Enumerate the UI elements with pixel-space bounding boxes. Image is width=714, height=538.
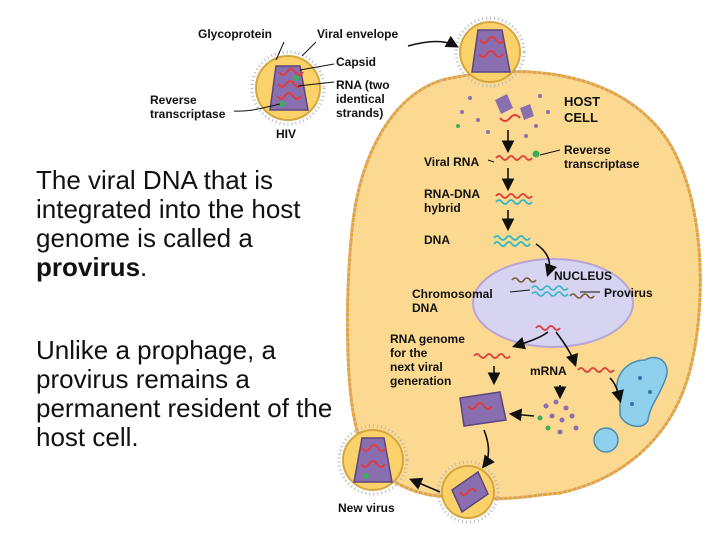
er-vesicle — [593, 356, 668, 453]
label-rna-line3: strands) — [336, 106, 383, 120]
label-rnagen-line3: next viral — [390, 360, 443, 374]
diagram-labels: Glycoprotein Viral envelope Capsid RNA (… — [150, 27, 653, 515]
nucleus — [472, 258, 634, 348]
viral-rna-strand — [495, 155, 533, 161]
chromosomal-dna — [511, 277, 595, 299]
prophage-comparison-text: Unlike a prophage, a provirus remains a … — [36, 335, 333, 452]
budding-virus — [436, 460, 500, 524]
rna-genome-strand — [473, 353, 511, 359]
rna-dna-hybrid — [495, 193, 533, 205]
provirus-definition-text: The viral DNA that is integrated into th… — [36, 166, 336, 282]
new-virus — [337, 424, 409, 496]
label-rt-line1: Reverse — [564, 143, 611, 157]
reverse-transcriptase-enzyme — [532, 150, 540, 158]
label-viral-envelope: Viral envelope — [317, 27, 398, 41]
label-capsid: Capsid — [336, 55, 376, 69]
label-rnagen-line4: generation — [390, 374, 451, 388]
process-arrows — [407, 35, 624, 493]
label-host-line1: HOST — [564, 94, 600, 109]
label-mrna: mRNA — [530, 364, 567, 378]
label-provirus: Provirus — [604, 286, 653, 300]
leader-lines — [233, 41, 600, 293]
entering-virus — [454, 16, 526, 88]
label-rnadna-line1: RNA-DNA — [424, 187, 480, 201]
para1-text: The viral DNA that is integrated into th… — [36, 165, 301, 253]
assembling-capsid — [459, 391, 507, 427]
label-viral-rna: Viral RNA — [424, 155, 479, 169]
label-chrom-line2: DNA — [412, 301, 438, 315]
rna-in-nucleus — [535, 325, 561, 331]
label-rnadna-line2: hybrid — [424, 201, 461, 215]
mrna-strand — [577, 367, 615, 373]
label-rna-line1: RNA (two — [336, 78, 390, 92]
label-rna-line2: identical — [336, 92, 385, 106]
label-chrom-line1: Chromosomal — [412, 287, 493, 301]
viral-dna — [493, 235, 531, 247]
label-dna: DNA — [424, 233, 450, 247]
label-rt-line2: transcriptase — [564, 157, 640, 171]
label-host-line2: CELL — [564, 110, 598, 125]
protein-cluster — [537, 399, 579, 435]
label-glycoprotein: Glycoprotein — [198, 27, 272, 41]
label-new-virus: New virus — [338, 501, 395, 515]
hiv-particle — [250, 50, 326, 126]
label-reverse-line2: transcriptase — [150, 107, 226, 121]
label-hiv: HIV — [276, 127, 296, 141]
label-reverse-line1: Reverse — [150, 93, 197, 107]
uncoating-capsid — [456, 94, 550, 138]
label-rnagen-line2: for the — [390, 346, 428, 360]
label-nucleus: NUCLEUS — [554, 269, 612, 283]
provirus-term: provirus — [36, 252, 141, 282]
para1-period: . — [140, 252, 148, 282]
label-rnagen-line1: RNA genome — [390, 332, 465, 346]
